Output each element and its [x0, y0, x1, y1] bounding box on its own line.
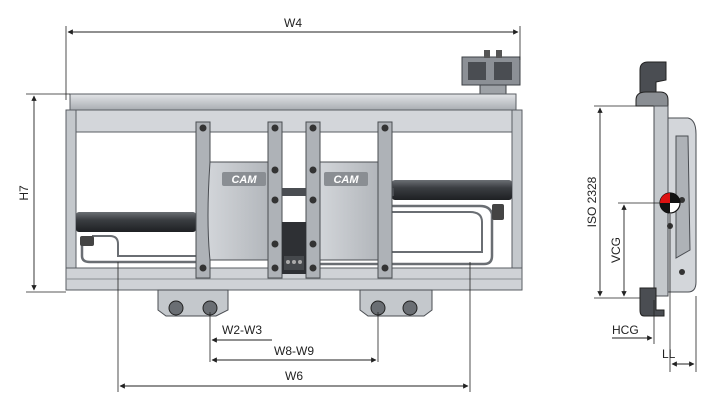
hydraulic-hose-left [80, 240, 200, 264]
right-cylinder [392, 180, 512, 200]
ll-label: LL [662, 347, 676, 361]
cam-logo-left: CAM [231, 174, 257, 186]
left-carriage-plate: CAM [195, 121, 283, 279]
hcg-label: HCG [612, 323, 639, 337]
w8-w9-label: W8-W9 [274, 344, 314, 358]
top-bar [69, 93, 517, 111]
w4-label: W4 [284, 16, 302, 30]
iso-label: ISO 2328 [585, 176, 599, 227]
bottom-hook-right [359, 289, 433, 317]
left-cylinder [76, 212, 196, 232]
front-view: CAM CAM [17, 16, 523, 392]
cam-logo-right: CAM [333, 174, 359, 186]
upper-rail [65, 109, 523, 133]
w6-label: W6 [285, 369, 303, 383]
w2-w3-label: W2-W3 [222, 323, 262, 337]
side-bottom-hook [639, 287, 665, 317]
hydraulic-hose-right [320, 204, 494, 266]
center-of-gravity-symbol [659, 192, 681, 214]
side-top-hook [639, 61, 667, 99]
side-view: ISO 2328 VCG HCG LL [585, 61, 697, 372]
right-carriage-plate: CAM [305, 121, 393, 279]
left-post [65, 109, 77, 291]
right-post [511, 109, 523, 291]
vcg-label: VCG [609, 237, 623, 263]
h7-label: H7 [17, 185, 31, 201]
bottom-hook-left [157, 289, 229, 317]
